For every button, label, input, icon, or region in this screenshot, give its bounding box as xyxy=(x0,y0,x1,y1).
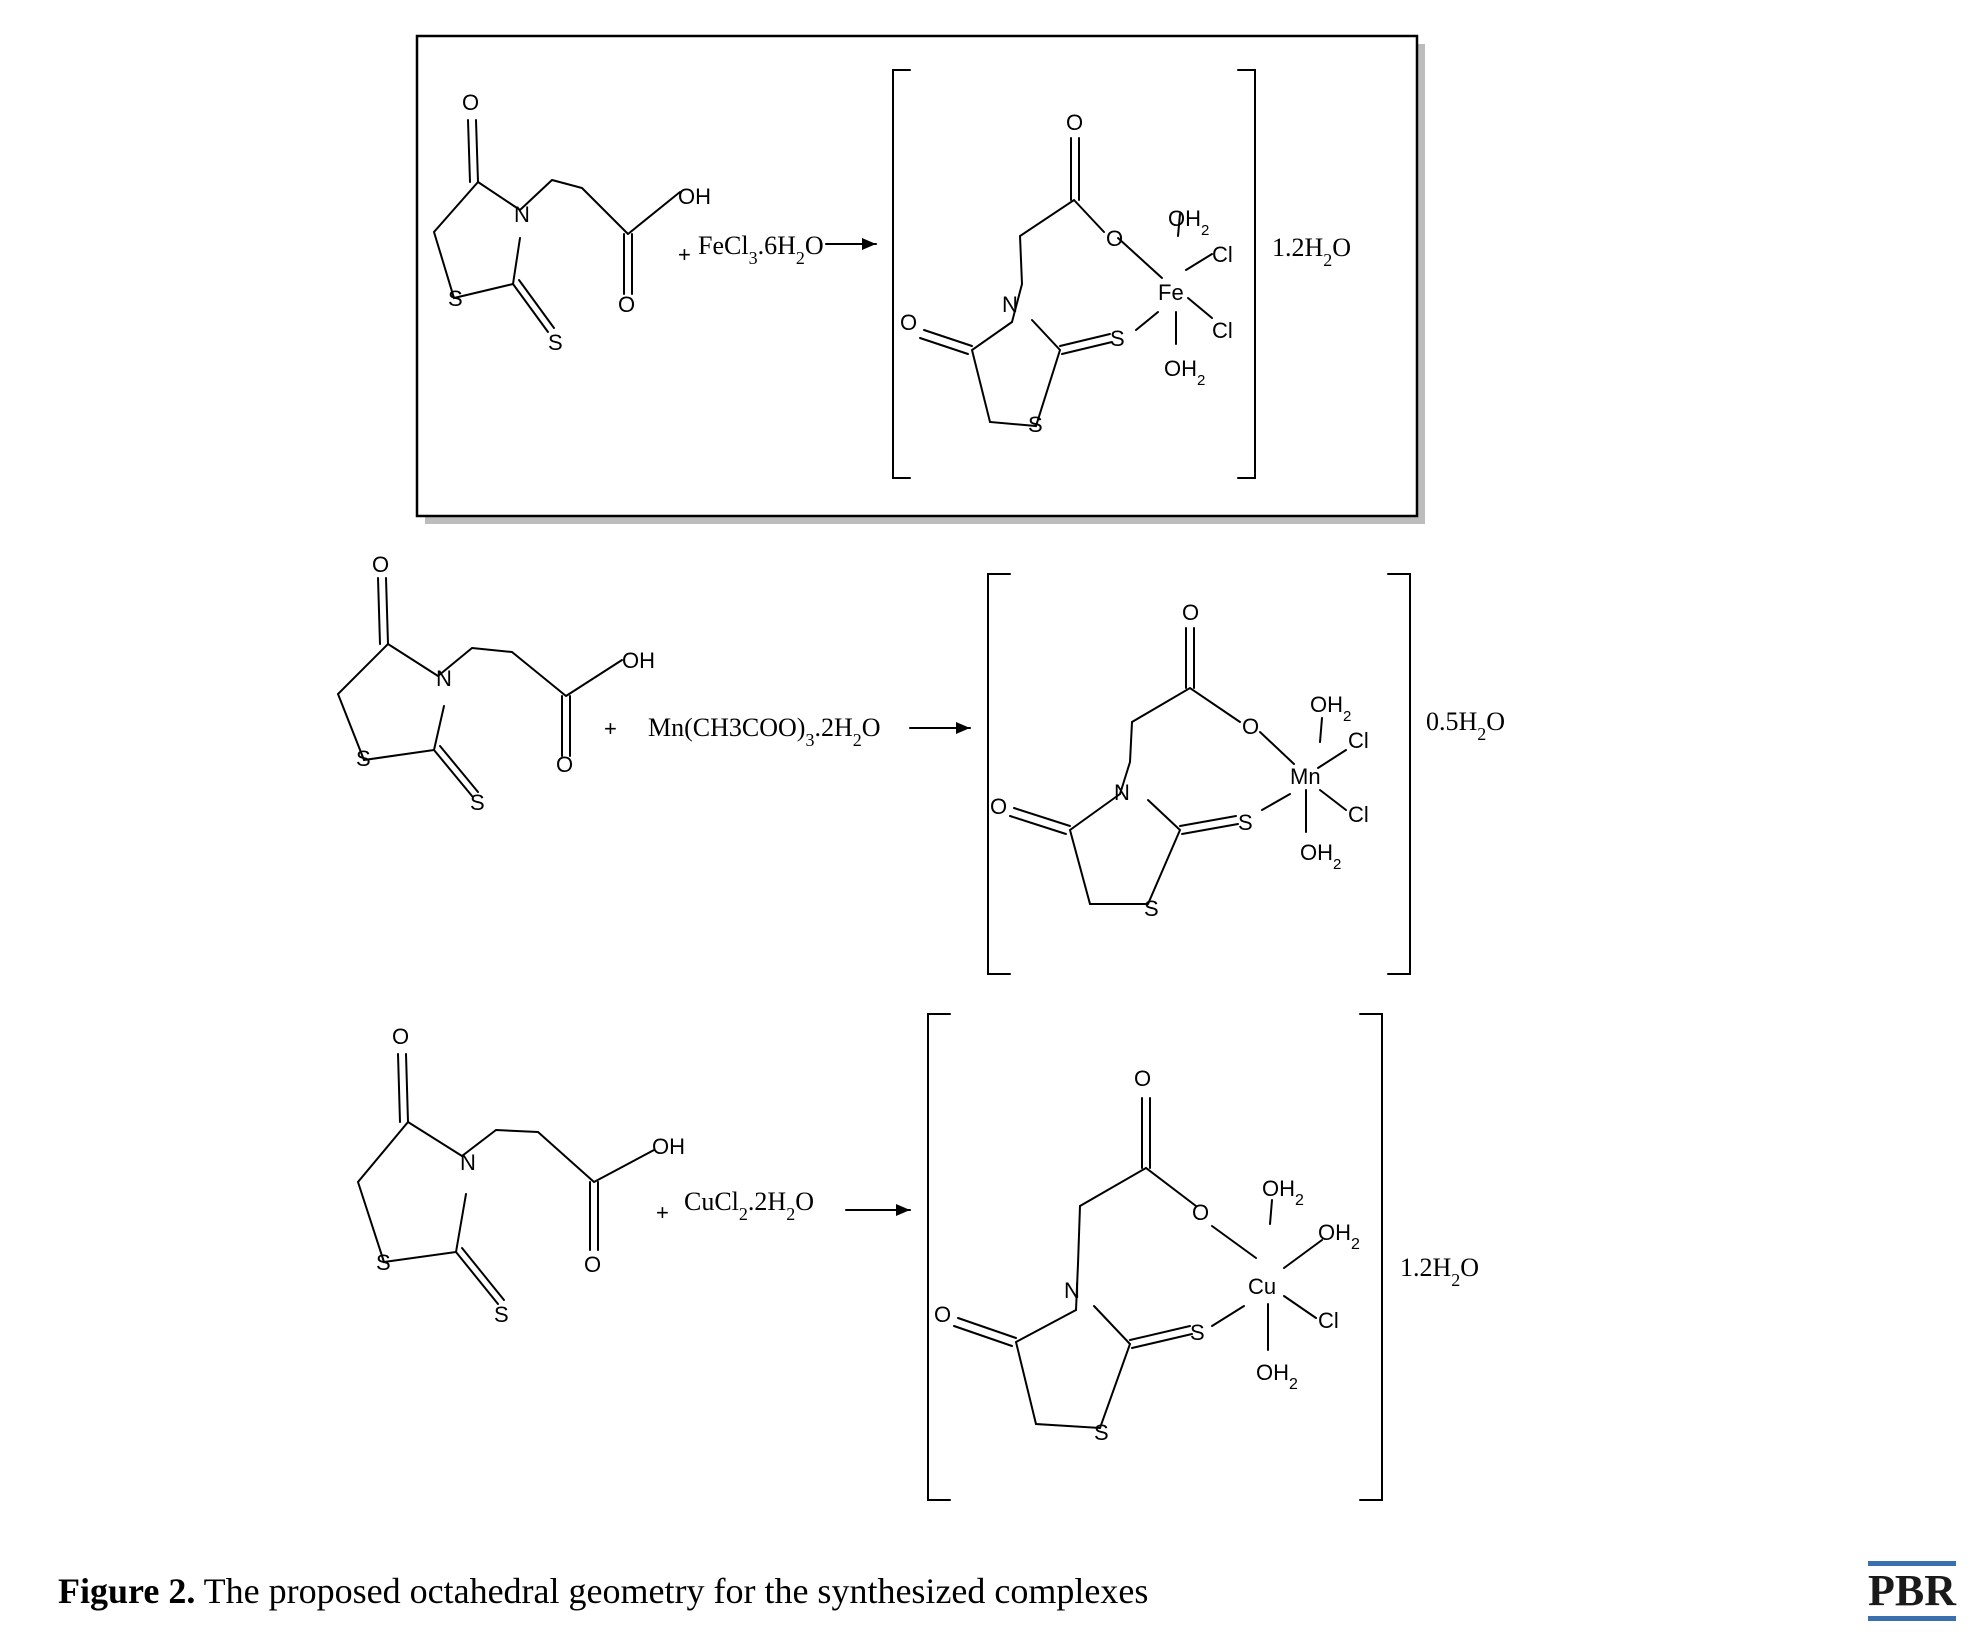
atom-O: O xyxy=(934,1302,951,1327)
atom-S: S xyxy=(494,1302,509,1327)
atom-O: O xyxy=(1134,1066,1151,1091)
atom-S: S xyxy=(548,330,563,355)
chloro-ligand: Cl xyxy=(1348,802,1369,827)
logo-text: PBR xyxy=(1868,1566,1956,1615)
aqua-ligand: OH2 xyxy=(1164,356,1205,389)
atom-O: O xyxy=(990,794,1007,819)
figure-caption-text: The proposed octahedral geometry for the… xyxy=(195,1571,1149,1611)
reaction-arrow xyxy=(909,722,971,734)
metal-center: Mn xyxy=(1290,764,1321,789)
atom-O: O xyxy=(618,292,635,317)
highlight-box xyxy=(415,34,1419,518)
atom-S: S xyxy=(448,286,463,311)
complex-structure: O O N O S S Fe OH2 OH2 Cl Cl xyxy=(892,69,1256,479)
chloro-ligand: Cl xyxy=(1318,1308,1339,1333)
logo-rule-bottom xyxy=(1868,1616,1956,1621)
figure-caption: Figure 2. The proposed octahedral geomet… xyxy=(58,1570,1148,1612)
aqua-ligand: OH2 xyxy=(1262,1176,1304,1209)
complex-structure: O O N O S S Cu OH2 OH2 OH2 Cl xyxy=(927,1013,1383,1501)
atom-O: O xyxy=(556,752,573,777)
atom-N: N xyxy=(460,1150,476,1175)
bracket-left xyxy=(987,573,1011,975)
journal-logo: PBR xyxy=(1868,1560,1956,1622)
reaction-arrow xyxy=(825,238,877,250)
reaction-cu: O N OH O S S + CuCl2.2H2O O O N O S xyxy=(356,1013,1479,1501)
atom-O: O xyxy=(900,310,917,335)
atom-O: O xyxy=(1066,110,1083,135)
atom-O: O xyxy=(1242,714,1259,739)
hydrate-water: 1.2H2O xyxy=(1272,233,1351,270)
atom-S: S xyxy=(1094,1420,1109,1445)
figure-label: Figure 2. xyxy=(58,1571,196,1611)
aqua-ligand: OH2 xyxy=(1300,840,1341,873)
atom-O: O xyxy=(372,552,389,577)
aqua-ligand: OH2 xyxy=(1256,1360,1298,1393)
ligand-structure: O N OH O S S xyxy=(356,1024,685,1327)
plus-sign: + xyxy=(604,716,617,741)
atom-O: O xyxy=(462,90,479,115)
metal-salt-reagent: Mn(CH3COO)3.2H2O xyxy=(648,713,881,750)
atom-S: S xyxy=(470,790,485,815)
atom-O: O xyxy=(584,1252,601,1277)
reaction-mn: O N OH O S S + Mn(CH3COO)3.2H2O O O N O xyxy=(336,552,1505,975)
chloro-ligand: Cl xyxy=(1212,318,1233,343)
complex-structure: O O N O S S Mn OH2 OH2 Cl Cl xyxy=(987,573,1411,975)
atom-S: S xyxy=(1028,412,1043,437)
atom-N: N xyxy=(1002,292,1018,317)
bracket-right xyxy=(1237,69,1256,479)
atom-O: O xyxy=(392,1024,409,1049)
hydrate-water: 1.2H2O xyxy=(1400,1253,1479,1290)
plus-sign: + xyxy=(656,1200,669,1225)
aqua-ligand: OH2 xyxy=(1310,692,1351,725)
atom-OH: OH xyxy=(678,184,711,209)
logo-rule-top xyxy=(1868,1561,1956,1566)
chloro-ligand: Cl xyxy=(1348,728,1369,753)
metal-center: Cu xyxy=(1248,1274,1276,1299)
atom-O: O xyxy=(1106,226,1123,251)
metal-salt-reagent: FeCl3.6H2O xyxy=(698,231,824,268)
ligand-structure: O N OH O S S xyxy=(336,552,655,815)
bracket-right xyxy=(1359,1013,1383,1501)
atom-S: S xyxy=(1110,326,1125,351)
plus-sign: + xyxy=(678,242,691,267)
bracket-left xyxy=(927,1013,951,1501)
atom-N: N xyxy=(436,666,452,691)
bracket-right xyxy=(1387,573,1411,975)
atom-S: S xyxy=(356,746,371,771)
atom-O: O xyxy=(1192,1200,1209,1225)
atom-N: N xyxy=(1064,1278,1080,1303)
atom-S: S xyxy=(1238,810,1253,835)
metal-salt-reagent: CuCl2.2H2O xyxy=(684,1187,814,1224)
atom-OH: OH xyxy=(622,648,655,673)
atom-S: S xyxy=(1190,1320,1205,1345)
metal-center: Fe xyxy=(1158,280,1184,305)
bracket-left xyxy=(892,69,911,479)
chloro-ligand: Cl xyxy=(1212,242,1233,267)
hydrate-water: 0.5H2O xyxy=(1426,707,1505,744)
atom-S: S xyxy=(1144,896,1159,921)
aqua-ligand: OH2 xyxy=(1318,1220,1360,1253)
reaction-arrow xyxy=(845,1204,911,1216)
reaction-fe: O N OH O S S + FeCl3.6H2O O O N O S xyxy=(415,34,1425,524)
atom-OH: OH xyxy=(652,1134,685,1159)
aqua-ligand: OH2 xyxy=(1168,206,1209,239)
atom-N: N xyxy=(1114,780,1130,805)
atom-S: S xyxy=(376,1250,391,1275)
atom-O: O xyxy=(1182,600,1199,625)
atom-N: N xyxy=(514,202,530,227)
ligand-structure: O N OH O S S xyxy=(432,90,711,355)
